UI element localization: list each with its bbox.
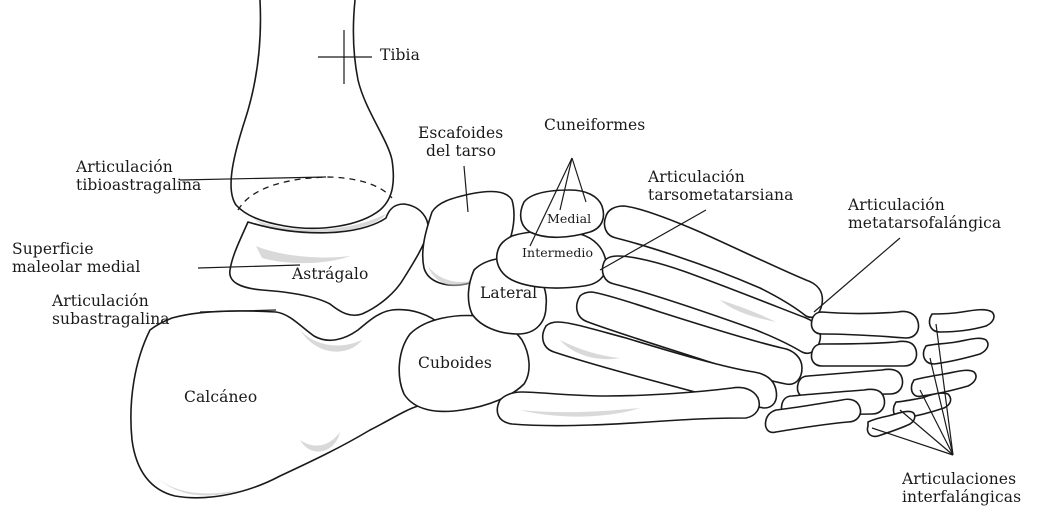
label-articulacion-subastragalina: Articulación subastragalina	[52, 292, 170, 328]
label-line-2: del tarso	[418, 142, 503, 160]
label-line-1: Articulación	[848, 196, 1001, 214]
tibia-bone	[231, 0, 393, 233]
label-line-2: tarsometatarsiana	[648, 186, 793, 204]
label-line-2: maleolar medial	[12, 258, 140, 276]
label-line-2: interfalángicas	[902, 488, 1021, 506]
label-superficie-maleolar-medial: Superficie maleolar medial	[12, 240, 140, 276]
label-calcaneo: Calcáneo	[184, 388, 257, 406]
label-line-2: tibioastragalina	[76, 176, 201, 194]
label-tibia: Tibia	[380, 46, 420, 64]
label-astragalo: Astrágalo	[292, 265, 368, 283]
label-line-2: metatarsofalángica	[848, 214, 1001, 232]
label-cuboides: Cuboides	[418, 354, 492, 372]
calcaneus-bone	[131, 310, 442, 498]
label-cuneiformes: Cuneiformes	[544, 116, 645, 134]
label-line-2: subastragalina	[52, 310, 170, 328]
label-escafoides-del-tarso: Escafoides del tarso	[418, 124, 503, 160]
label-intermedio: Intermedio	[522, 246, 593, 260]
label-articulacion-tibioastragalina: Articulación tibioastragalina	[76, 158, 201, 194]
label-line-1: Articulación	[648, 168, 793, 186]
label-articulacion-tarsometatarsiana: Articulación tarsometatarsiana	[648, 168, 793, 204]
label-line-1: Escafoides	[418, 124, 503, 142]
label-articulaciones-interfalangicas: Articulaciones interfalángicas	[902, 470, 1021, 506]
label-line-1: Articulaciones	[902, 470, 1021, 488]
label-line-1: Superficie	[12, 240, 140, 258]
label-line-1: Articulación	[76, 158, 201, 176]
label-lateral: Lateral	[480, 284, 537, 302]
label-medial: Medial	[547, 212, 591, 226]
label-articulacion-metatarsofalangica: Articulación metatarsofalángica	[848, 196, 1001, 232]
label-line-1: Articulación	[52, 292, 170, 310]
metatarsal-5	[497, 387, 759, 425]
